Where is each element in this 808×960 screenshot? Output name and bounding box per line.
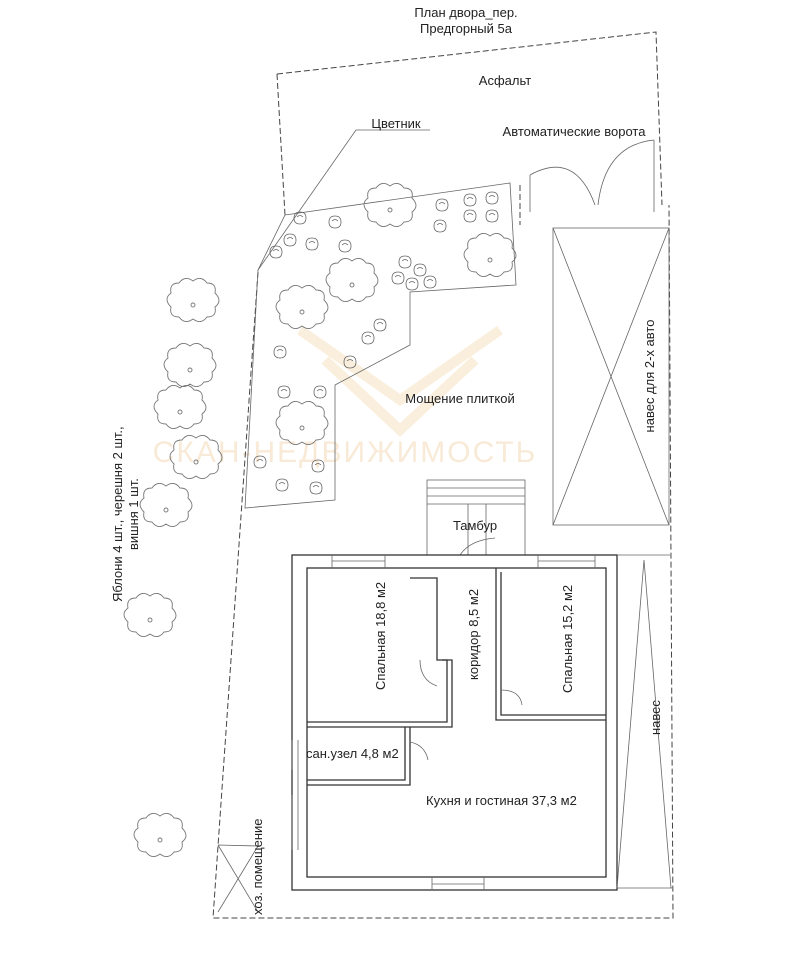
bathroom-label: сан.узел 4,8 м2: [306, 746, 399, 761]
flowerbed-area: [244, 129, 517, 509]
gates-label: Автоматические ворота: [503, 124, 647, 139]
carport-label: навес для 2-х авто: [642, 320, 657, 433]
plan-title-line2: Предгорный 5а: [420, 21, 513, 36]
trees-label-line2: вишня 1 шт.: [126, 478, 141, 550]
kitchen-label: Кухня и гостиная 37,3 м2: [426, 793, 577, 808]
automatic-gates: [529, 139, 655, 212]
watermark-text: СКАН-НЕДВИЖИМОСТЬ: [153, 436, 538, 469]
utility-room: хоз. помещение: [217, 818, 265, 915]
vestibule-label: Тамбур: [453, 518, 497, 533]
side-canopy: навес: [616, 554, 672, 889]
utility-label: хоз. помещение: [250, 818, 265, 915]
plan-title-line1: План двора_пер.: [414, 5, 517, 20]
asphalt-label: Асфальт: [479, 73, 531, 88]
bedroom1-label: Спальная 18,8 м2: [373, 582, 388, 690]
house: Спальная 18,8 м2 коридор 8,5 м2 Спальная…: [291, 554, 618, 891]
lot-boundary: [212, 31, 674, 919]
bedroom2-label: Спальная 15,2 м2: [560, 585, 575, 693]
carport: навес для 2-х авто: [552, 227, 670, 526]
corridor-label: коридор 8,5 м2: [466, 589, 481, 680]
vestibule: Тамбур: [426, 479, 526, 556]
flowerbed-label: Цветник: [371, 116, 421, 131]
canopy-label: навес: [648, 700, 663, 735]
paving-label: Мощение плиткой: [405, 391, 514, 406]
trees-label-line1: Яблони 4 шт., черешня 2 шт.,: [110, 426, 125, 602]
